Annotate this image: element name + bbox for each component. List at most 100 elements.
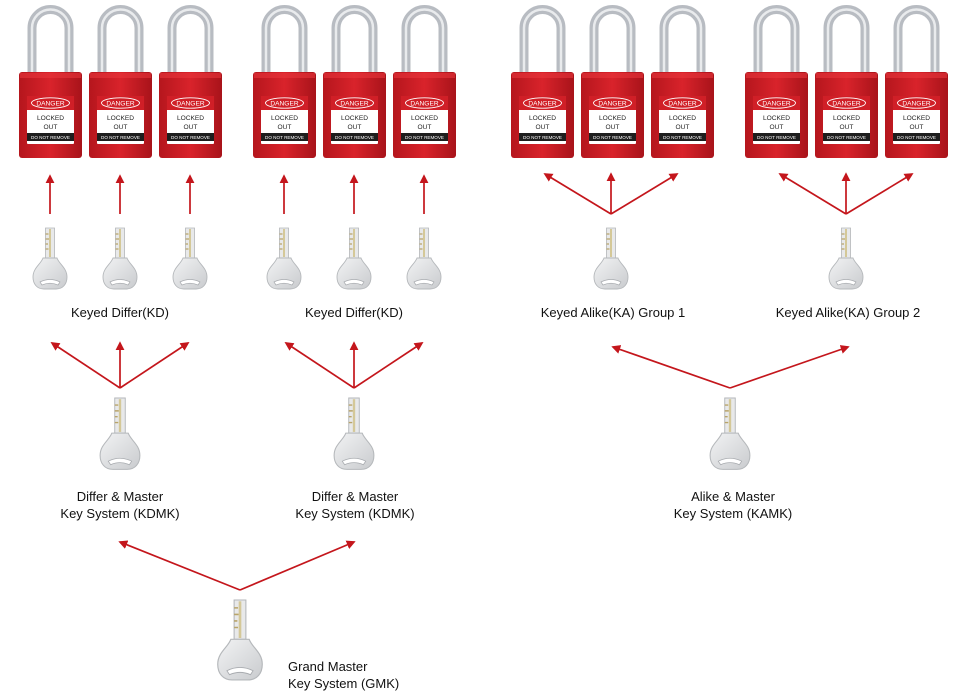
tag-footer-text: DO NOT REMOVE xyxy=(101,135,140,140)
padlock-shackle xyxy=(589,5,636,76)
arrow xyxy=(610,173,679,215)
key-icon xyxy=(172,227,208,290)
padlock-shackle xyxy=(893,5,940,76)
padlock-shackle xyxy=(519,5,566,76)
padlock-row: DANGER LOCKED OUT DO NOT REMOVE DANGER LOCKED… xyxy=(19,5,948,158)
tag-danger-text: DANGER xyxy=(270,100,298,107)
label-keyed-differ-1: Keyed Differ(KD) xyxy=(71,305,169,320)
tag-locked-text: LOCKED xyxy=(763,115,790,122)
tag-danger-text: DANGER xyxy=(106,100,134,107)
padlock-icon: DANGER LOCKED OUT DO NOT REMOVE xyxy=(581,5,644,158)
tag-out-text: OUT xyxy=(770,124,784,131)
label-layer: Keyed Differ(KD) Keyed Differ(KD) Keyed Al… xyxy=(60,305,920,691)
key-layer xyxy=(32,227,864,681)
tag-danger-text: DANGER xyxy=(528,100,556,107)
key-icon xyxy=(336,227,372,290)
key-icon xyxy=(99,397,141,470)
label-keyed-alike-group-2: Keyed Alike(KA) Group 2 xyxy=(776,305,921,320)
padlock-shackle xyxy=(823,5,870,76)
tag-out-text: OUT xyxy=(184,124,198,131)
arrow xyxy=(118,540,241,591)
tag-footer-text: DO NOT REMOVE xyxy=(897,135,936,140)
arrow xyxy=(778,173,847,215)
tag-danger-text: DANGER xyxy=(36,100,64,107)
tag-footer-text: DO NOT REMOVE xyxy=(523,135,562,140)
arrow xyxy=(353,342,424,389)
label-keyed-alike-group-1: Keyed Alike(KA) Group 1 xyxy=(541,305,686,320)
key-icon xyxy=(406,227,442,290)
tag-footer-text: DO NOT REMOVE xyxy=(593,135,632,140)
tag-footer-text: DO NOT REMOVE xyxy=(171,135,210,140)
padlock-icon: DANGER LOCKED OUT DO NOT REMOVE xyxy=(393,5,456,158)
padlock-icon: DANGER LOCKED OUT DO NOT REMOVE xyxy=(89,5,152,158)
tag-danger-text: DANGER xyxy=(176,100,204,107)
tag-out-text: OUT xyxy=(114,124,128,131)
tag-out-text: OUT xyxy=(44,124,58,131)
tag-locked-text: LOCKED xyxy=(669,115,696,122)
key-icon xyxy=(593,227,629,290)
padlock-shackle xyxy=(659,5,706,76)
tag-locked-text: LOCKED xyxy=(177,115,204,122)
arrow xyxy=(50,342,121,389)
tag-locked-text: LOCKED xyxy=(599,115,626,122)
tag-footer-text: DO NOT REMOVE xyxy=(663,135,702,140)
tag-out-text: OUT xyxy=(348,124,362,131)
padlock-icon: DANGER LOCKED OUT DO NOT REMOVE xyxy=(815,5,878,158)
tag-danger-text: DANGER xyxy=(598,100,626,107)
padlock-icon: DANGER LOCKED OUT DO NOT REMOVE xyxy=(511,5,574,158)
key-icon xyxy=(333,397,375,470)
padlock-shackle xyxy=(753,5,800,76)
arrow xyxy=(611,345,731,389)
tag-danger-text: DANGER xyxy=(762,100,790,107)
tag-locked-text: LOCKED xyxy=(529,115,556,122)
tag-locked-text: LOCKED xyxy=(903,115,930,122)
arrow xyxy=(119,342,190,389)
tag-locked-text: LOCKED xyxy=(833,115,860,122)
padlock-shackle xyxy=(97,5,144,76)
tag-footer-text: DO NOT REMOVE xyxy=(405,135,444,140)
tag-locked-text: LOCKED xyxy=(107,115,134,122)
key-icon xyxy=(709,397,751,470)
tag-out-text: OUT xyxy=(278,124,292,131)
tag-out-text: OUT xyxy=(676,124,690,131)
tag-footer-text: DO NOT REMOVE xyxy=(335,135,374,140)
label-keyed-differ-2: Keyed Differ(KD) xyxy=(305,305,403,320)
tag-danger-text: DANGER xyxy=(410,100,438,107)
tag-locked-text: LOCKED xyxy=(411,115,438,122)
tag-out-text: OUT xyxy=(910,124,924,131)
tag-danger-text: DANGER xyxy=(832,100,860,107)
padlock-shackle xyxy=(27,5,74,76)
padlock-shackle xyxy=(331,5,378,76)
tag-out-text: OUT xyxy=(840,124,854,131)
key-icon xyxy=(266,227,302,290)
key-icon xyxy=(217,599,263,681)
padlock-icon: DANGER LOCKED OUT DO NOT REMOVE xyxy=(323,5,386,158)
arrow xyxy=(239,540,356,591)
arrow-layer xyxy=(45,172,914,591)
padlock-icon: DANGER LOCKED OUT DO NOT REMOVE xyxy=(253,5,316,158)
padlock-icon: DANGER LOCKED OUT DO NOT REMOVE xyxy=(159,5,222,158)
tag-footer-text: DO NOT REMOVE xyxy=(265,135,304,140)
tag-footer-text: DO NOT REMOVE xyxy=(827,135,866,140)
tag-danger-text: DANGER xyxy=(340,100,368,107)
arrow xyxy=(845,173,914,215)
padlock-shackle xyxy=(167,5,214,76)
key-icon xyxy=(32,227,68,290)
tag-locked-text: LOCKED xyxy=(271,115,298,122)
tag-out-text: OUT xyxy=(606,124,620,131)
tag-footer-text: DO NOT REMOVE xyxy=(31,135,70,140)
tag-out-text: OUT xyxy=(536,124,550,131)
arrow xyxy=(729,345,850,389)
tag-locked-text: LOCKED xyxy=(341,115,368,122)
key-icon xyxy=(828,227,864,290)
tag-out-text: OUT xyxy=(418,124,432,131)
